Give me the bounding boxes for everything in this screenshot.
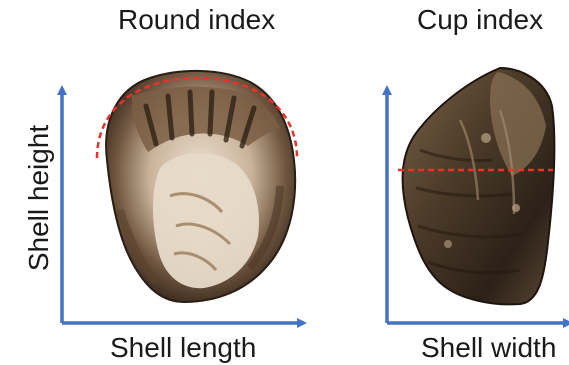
cup-oyster-shell-icon xyxy=(403,68,555,304)
round-oyster-shell-icon xyxy=(106,71,295,302)
